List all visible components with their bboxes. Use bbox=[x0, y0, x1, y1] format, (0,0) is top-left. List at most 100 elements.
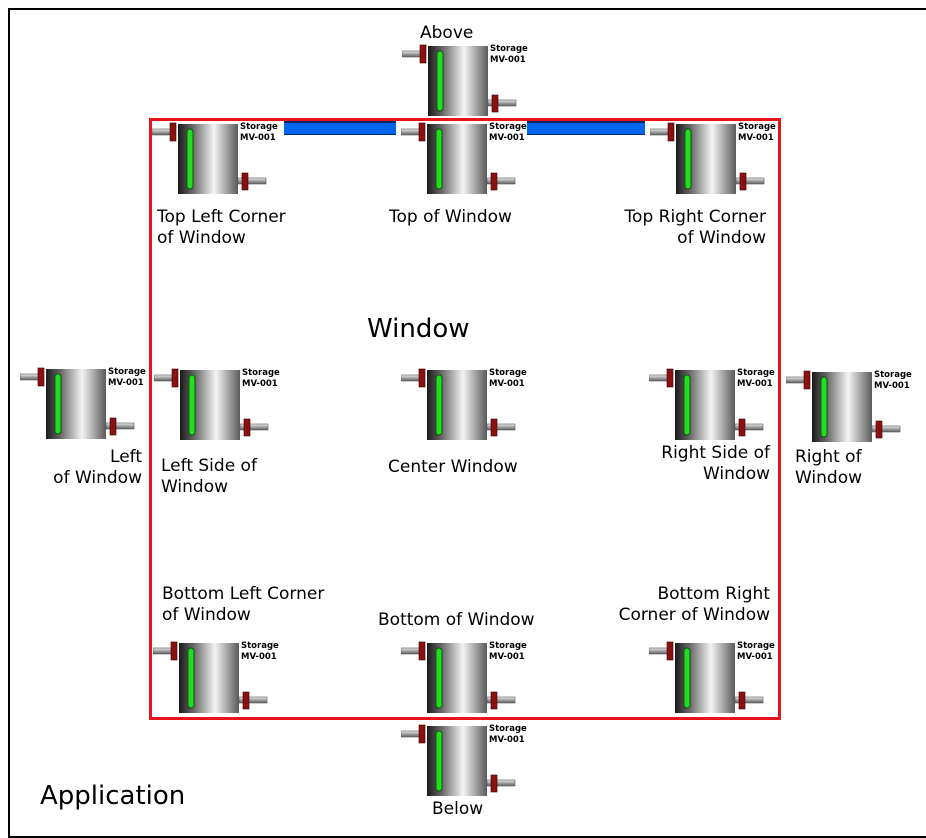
level-indicator bbox=[683, 374, 691, 436]
outlet-valve bbox=[243, 418, 251, 437]
tank-name: Storage bbox=[874, 370, 912, 380]
tank-id: MV-001 bbox=[108, 378, 144, 388]
label-bottom: Bottom of Window bbox=[378, 610, 535, 630]
outlet-pipe bbox=[105, 422, 135, 430]
outlet-pipe bbox=[734, 423, 764, 431]
connector-bar-left bbox=[284, 121, 396, 135]
tank-name: Storage bbox=[489, 122, 527, 132]
inlet-valve bbox=[666, 368, 674, 388]
outlet-valve bbox=[490, 172, 498, 191]
tank-name: Storage bbox=[242, 368, 280, 378]
level-indicator bbox=[435, 128, 443, 190]
outlet-pipe bbox=[486, 423, 516, 431]
label-top: Top of Window bbox=[389, 207, 512, 227]
window-title: Window bbox=[367, 314, 470, 344]
level-indicator bbox=[187, 647, 195, 709]
window-rectangle bbox=[149, 118, 781, 720]
inlet-valve bbox=[169, 122, 177, 142]
inlet-valve bbox=[418, 368, 426, 388]
tank-id: MV-001 bbox=[240, 133, 276, 143]
tank-name: Storage bbox=[489, 724, 527, 734]
level-indicator bbox=[435, 374, 443, 436]
outlet-valve bbox=[490, 418, 498, 437]
tank-id: MV-001 bbox=[241, 652, 277, 662]
inlet-valve bbox=[419, 44, 427, 64]
inlet-valve bbox=[418, 641, 426, 661]
outlet-valve bbox=[490, 691, 498, 710]
tank-name: Storage bbox=[737, 368, 775, 378]
level-indicator bbox=[188, 374, 196, 436]
tank-id: MV-001 bbox=[489, 735, 525, 745]
inlet-valve bbox=[171, 368, 179, 388]
tank-id: MV-001 bbox=[489, 652, 525, 662]
inlet-valve bbox=[666, 641, 674, 661]
outlet-pipe bbox=[237, 177, 267, 185]
connector-bar-right bbox=[527, 121, 645, 135]
tank-id: MV-001 bbox=[490, 55, 526, 65]
inlet-valve bbox=[803, 370, 811, 390]
inlet-valve bbox=[170, 641, 178, 661]
tank-name: Storage bbox=[489, 641, 527, 651]
outlet-valve bbox=[491, 94, 499, 113]
inlet-valve bbox=[37, 367, 45, 387]
tank-id: MV-001 bbox=[737, 652, 773, 662]
label-below: Below bbox=[432, 799, 484, 819]
level-indicator bbox=[684, 128, 692, 190]
level-indicator bbox=[435, 730, 443, 792]
outlet-valve bbox=[875, 420, 883, 439]
tank-id: MV-001 bbox=[242, 379, 278, 389]
outlet-pipe bbox=[486, 177, 516, 185]
level-indicator bbox=[683, 647, 691, 709]
tank-id: MV-001 bbox=[738, 133, 774, 143]
level-indicator bbox=[435, 647, 443, 709]
tank-name: Storage bbox=[241, 641, 279, 651]
tank-name: Storage bbox=[737, 641, 775, 651]
level-indicator bbox=[436, 50, 444, 112]
level-indicator bbox=[54, 373, 62, 435]
outlet-valve bbox=[242, 691, 250, 710]
outlet-valve bbox=[739, 172, 747, 191]
outlet-pipe bbox=[486, 696, 516, 704]
level-indicator bbox=[820, 376, 828, 438]
label-above: Above bbox=[420, 23, 474, 43]
outlet-pipe bbox=[486, 779, 516, 787]
tank-id: MV-001 bbox=[737, 379, 773, 389]
tank-name: Storage bbox=[240, 122, 278, 132]
outlet-pipe bbox=[734, 696, 764, 704]
outlet-valve bbox=[241, 172, 249, 191]
tank-name: Storage bbox=[738, 122, 776, 132]
tank-name: Storage bbox=[490, 44, 528, 54]
inlet-valve bbox=[418, 122, 426, 142]
level-indicator bbox=[186, 128, 194, 190]
inlet-valve bbox=[667, 122, 675, 142]
